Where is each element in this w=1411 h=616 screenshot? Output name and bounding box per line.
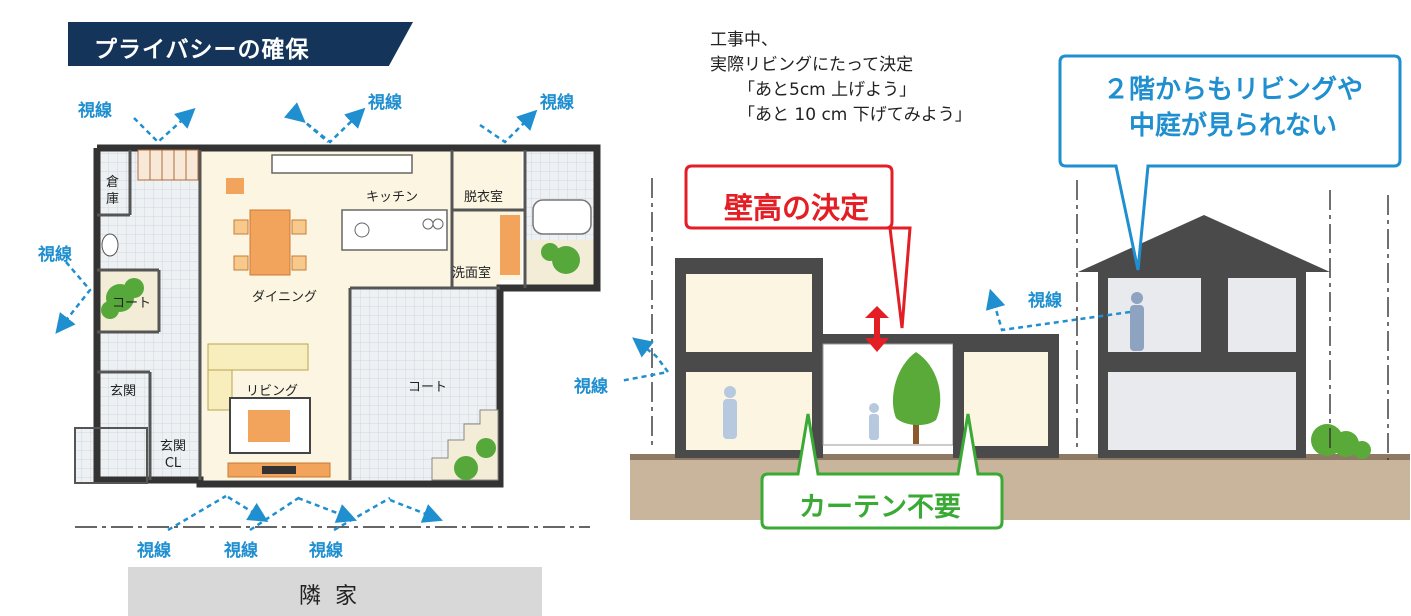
sight-label: 視線 <box>368 93 402 113</box>
porch-floor <box>75 428 147 483</box>
neighbor-house <box>128 567 542 616</box>
sight-arrow-top <box>299 107 366 144</box>
sight-label: 視線 <box>224 541 258 561</box>
room-kitchen: キッチン <box>366 190 419 205</box>
ground <box>630 458 1410 520</box>
room-court-main: コート <box>408 380 448 395</box>
sight-label: 視線 <box>38 245 72 265</box>
sight-label: 視線 <box>137 541 171 561</box>
sight-label: 視線 <box>78 101 112 121</box>
room-dressing: 脱衣室 <box>464 190 504 205</box>
section-view <box>620 54 1410 530</box>
callout-privacy: ２階からもリビングや 中庭が見られない <box>1068 72 1398 144</box>
page-title: プライバシーの確保 <box>94 37 310 63</box>
room-washroom: 洗面室 <box>452 266 492 281</box>
room-living: リビング <box>246 384 299 399</box>
room-court-small: コート <box>112 296 152 311</box>
neighbor-label: 隣家 <box>298 584 371 609</box>
room-entrance: 玄関 <box>110 384 137 399</box>
callout-no-curtain: カーテン不要 <box>799 492 961 523</box>
title-banner <box>68 22 413 66</box>
sight-label: 視線 <box>540 93 574 113</box>
callout-wall-height-box <box>684 164 912 329</box>
note-line-3: 「あと5cm 上げよう」 <box>738 80 917 100</box>
floor-plan <box>55 102 601 532</box>
room-entrance-cl-line1: 玄関 <box>160 439 187 454</box>
sight-label: 視線 <box>1028 291 1062 311</box>
callout-wall-height: 壁高の決定 <box>723 191 869 225</box>
callout-privacy-box <box>1058 54 1402 271</box>
room-storage: 倉庫 <box>106 175 120 207</box>
note-line-1: 工事中、 <box>710 30 778 50</box>
sight-label: 視線 <box>574 377 608 397</box>
room-entrance-cl: 玄関 CL <box>160 438 186 472</box>
callout-no-curtain-box <box>760 413 1004 530</box>
handwritten-note: 工事中、 実際リビングにたって決定 「あと5cm 上げよう」 「あと 10 cm… <box>710 28 1010 128</box>
callout-privacy-line1: ２階からもリビングや <box>1102 75 1363 105</box>
right-house-roof <box>1078 215 1330 272</box>
sight-label: 視線 <box>309 541 343 561</box>
note-line-2: 実際リビングにたって決定 <box>710 55 914 75</box>
callout-privacy-line2: 中庭が見られない <box>1128 111 1337 141</box>
kitchen-island <box>341 209 448 251</box>
room-dining: ダイニング <box>252 290 318 305</box>
note-line-4: 「あと 10 cm 下げてみよう」 <box>738 105 972 125</box>
room-entrance-cl-line2: CL <box>164 456 182 471</box>
